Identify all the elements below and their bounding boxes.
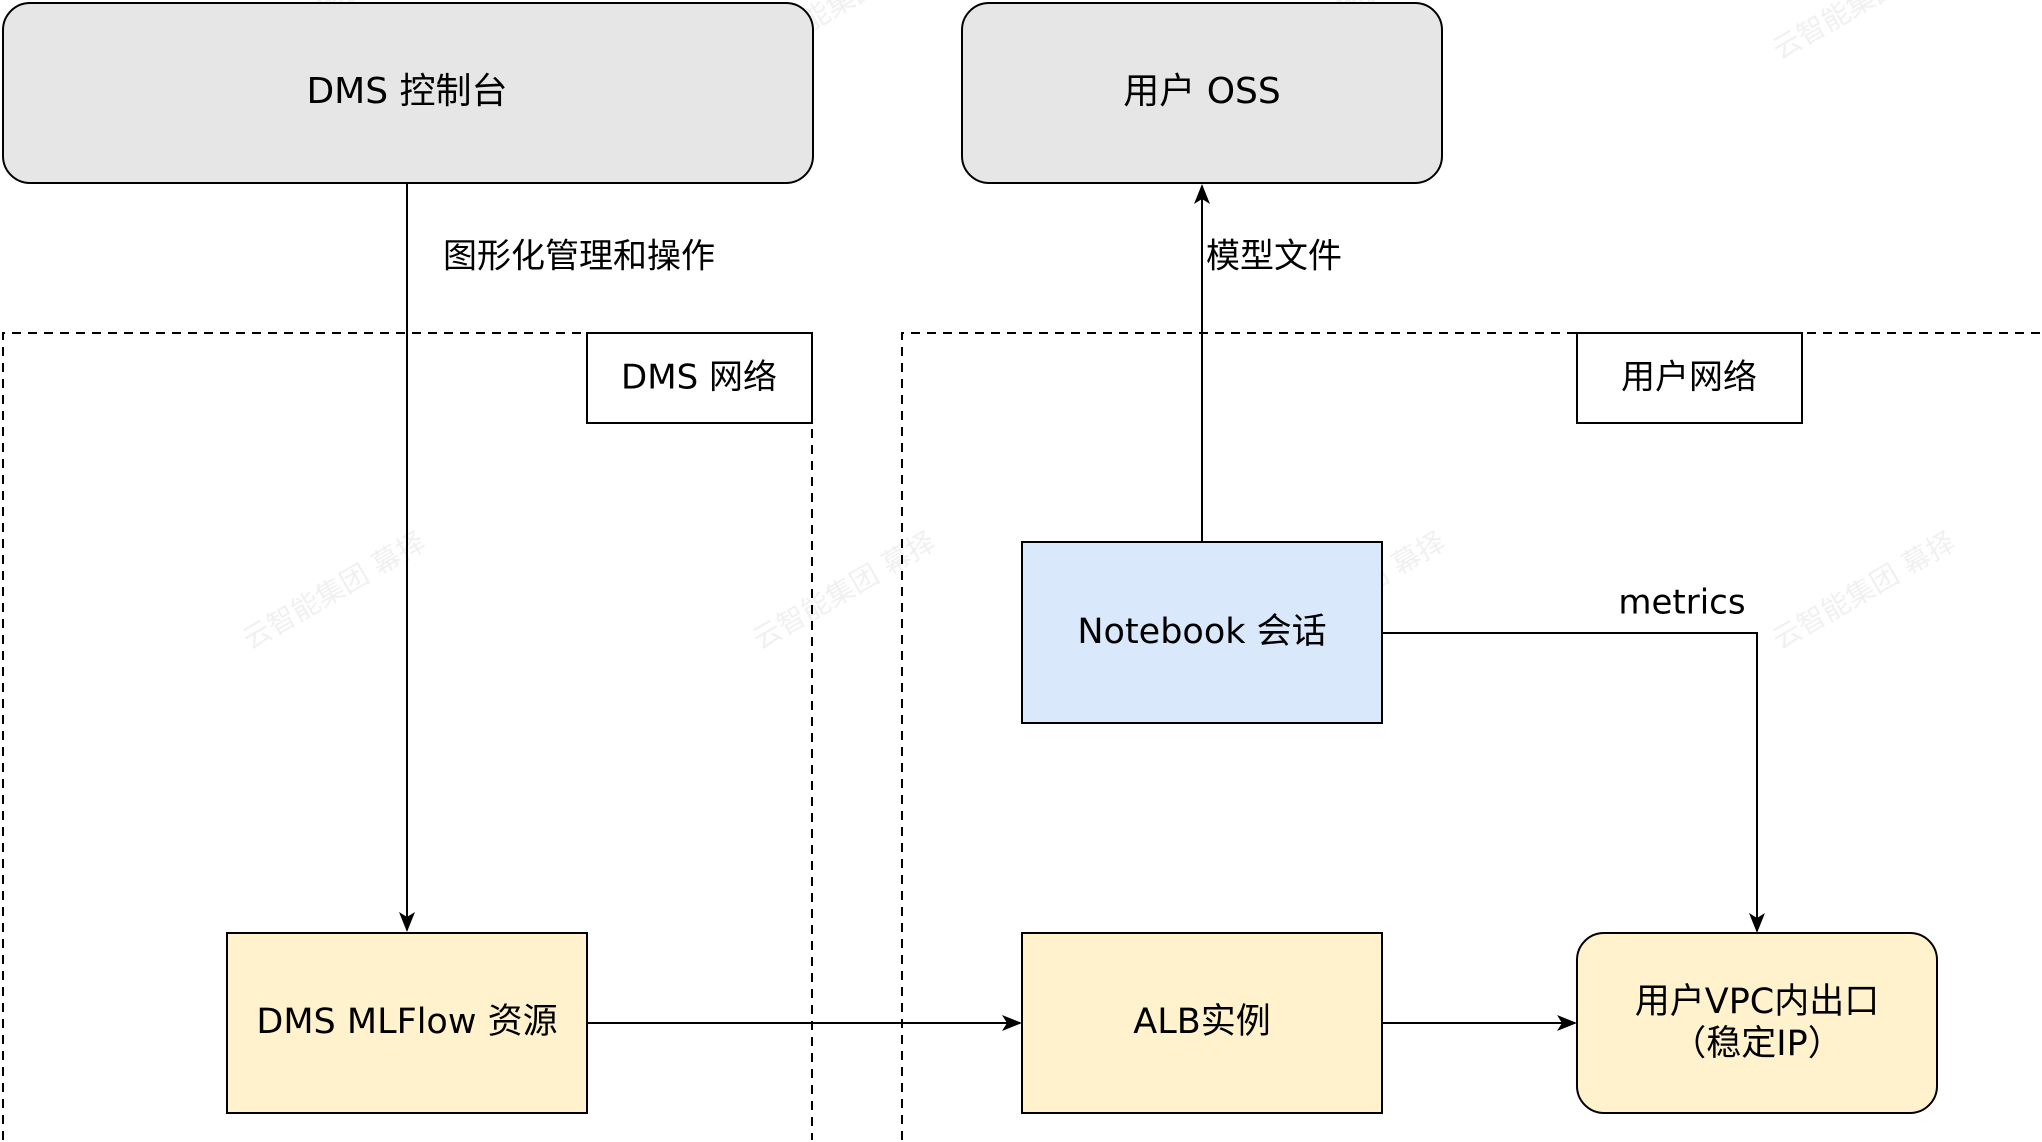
watermark: 云智能集团 幕择 bbox=[1767, 525, 1961, 656]
node-notebook-label: Notebook 会话 bbox=[1077, 612, 1326, 652]
node-dms-console[interactable]: DMS 控制台 bbox=[2, 2, 814, 184]
node-user-oss-box bbox=[961, 2, 1443, 184]
node-dms-console-label: DMS 控制台 bbox=[306, 71, 507, 112]
node-egress-label-line1: 用户VPC内出口 bbox=[1635, 982, 1880, 1022]
zone-user-network-label-box bbox=[1576, 332, 1803, 424]
edge-notebook-to-egress bbox=[1382, 632, 1765, 933]
edge-label-notebook-to-oss: 模型文件 bbox=[1206, 237, 1342, 277]
watermark: 云智能集团 幕择 bbox=[237, 525, 431, 656]
watermark: 云智能集团 幕择 bbox=[747, 525, 941, 656]
node-mlflow-box bbox=[226, 932, 588, 1114]
zone-dms-network-label-box bbox=[586, 332, 813, 424]
zone-dms-network-label: DMS 网络 bbox=[621, 358, 777, 398]
edge-label-console-to-mlflow: 图形化管理和操作 bbox=[443, 237, 715, 277]
node-alb-box bbox=[1021, 932, 1383, 1114]
zone-dms-network: DMS 网络 bbox=[2, 332, 813, 1140]
node-notebook[interactable]: Notebook 会话 bbox=[1021, 541, 1383, 724]
node-user-oss[interactable]: 用户 OSS bbox=[961, 2, 1443, 184]
node-notebook-box bbox=[1021, 541, 1383, 724]
node-mlflow[interactable]: DMS MLFlow 资源 bbox=[226, 932, 588, 1114]
watermark: 云智能集团 幕择 bbox=[1767, 0, 1961, 66]
edge-label-notebook-to-egress: metrics bbox=[1618, 583, 1745, 623]
edges bbox=[399, 184, 1765, 1031]
node-mlflow-label: DMS MLFlow 资源 bbox=[256, 1002, 557, 1042]
node-egress-label-line2: （稳定IP） bbox=[1671, 1024, 1842, 1064]
node-dms-console-box bbox=[2, 2, 814, 184]
zone-user-network: 用户网络 bbox=[901, 332, 2040, 1140]
zone-user-network-label: 用户网络 bbox=[1621, 358, 1757, 398]
node-egress-box bbox=[1576, 932, 1938, 1114]
node-user-oss-label: 用户 OSS bbox=[1123, 71, 1280, 112]
node-alb-label: ALB实例 bbox=[1133, 1002, 1270, 1042]
node-alb[interactable]: ALB实例 bbox=[1021, 932, 1383, 1114]
node-egress[interactable]: 用户VPC内出口 （稳定IP） bbox=[1576, 932, 1938, 1114]
